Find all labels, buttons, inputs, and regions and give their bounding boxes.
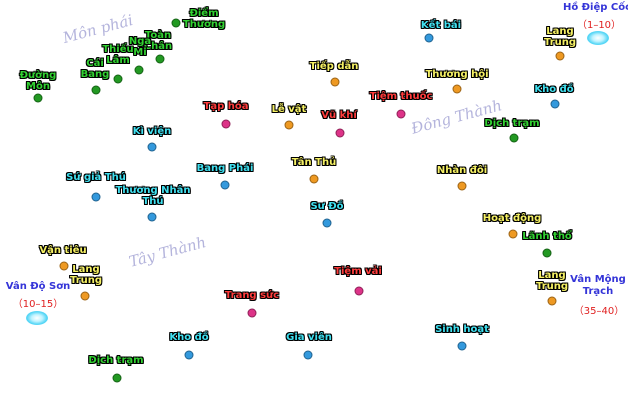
place-label[interactable]: Lang Trung (543, 26, 577, 48)
place-label[interactable]: Dịch trạm (484, 118, 540, 129)
place-label[interactable]: Dịch trạm (88, 355, 144, 366)
place-label[interactable]: Vũ khí (321, 110, 357, 121)
place-marker-dot[interactable] (33, 93, 43, 103)
place-label[interactable]: Vận tiêu (39, 245, 87, 256)
place-label[interactable]: Thương Nhân Thú (115, 185, 191, 207)
place-marker-dot[interactable] (80, 291, 90, 301)
place-marker-dot[interactable] (284, 120, 294, 130)
place-marker-dot[interactable] (147, 212, 157, 222)
place-label[interactable]: Tân Thủ (291, 157, 337, 168)
portal-name: Vân Mộng Trạch (570, 274, 626, 297)
place-marker-dot[interactable] (424, 33, 434, 43)
portal-icon[interactable] (26, 311, 48, 325)
place-label[interactable]: Kết bái (420, 20, 462, 31)
place-label[interactable]: Cái Bang (80, 58, 110, 80)
place-marker-dot[interactable] (457, 341, 467, 351)
place-label[interactable]: Tiệm thuốc (369, 91, 433, 102)
place-label[interactable]: Toàn Chân (143, 30, 173, 52)
place-marker-dot[interactable] (59, 261, 69, 271)
place-label[interactable]: Bang Phái (196, 163, 254, 174)
place-label[interactable]: Lễ vật (271, 104, 307, 115)
place-marker-dot[interactable] (247, 308, 257, 318)
place-marker-dot[interactable] (147, 142, 157, 152)
place-marker-dot[interactable] (542, 248, 552, 258)
portal-level-range: （35–40） (573, 306, 625, 317)
place-marker-dot[interactable] (303, 350, 313, 360)
place-marker-dot[interactable] (547, 296, 557, 306)
place-label[interactable]: Lang Trung (69, 264, 103, 286)
place-label[interactable]: Tiếp dẫn (309, 61, 359, 72)
place-label[interactable]: Nhàn đôi (436, 165, 488, 176)
place-marker-dot[interactable] (220, 180, 230, 190)
portal-icon[interactable] (587, 31, 609, 45)
place-label[interactable]: Hoạt động (482, 213, 542, 224)
region-label-mon-phai: Môn phái (60, 11, 135, 47)
place-marker-dot[interactable] (322, 218, 332, 228)
place-label[interactable]: Điểm Thương (182, 8, 226, 30)
place-marker-dot[interactable] (452, 84, 462, 94)
place-label[interactable]: Kì viện (132, 126, 172, 137)
place-marker-dot[interactable] (550, 99, 560, 109)
portal-name: Hồ Điệp Cốc (562, 2, 628, 13)
place-label[interactable]: Nga Mi (128, 36, 152, 58)
place-label[interactable]: Gia viên (286, 332, 332, 343)
place-marker-dot[interactable] (555, 51, 565, 61)
place-label[interactable]: Trang sức (224, 290, 280, 301)
place-marker-dot[interactable] (509, 133, 519, 143)
place-marker-dot[interactable] (309, 174, 319, 184)
place-marker-dot[interactable] (330, 77, 340, 87)
place-label[interactable]: Sinh hoạt (435, 324, 489, 335)
place-label[interactable]: Kho đồ (169, 332, 209, 343)
place-marker-dot[interactable] (155, 54, 165, 64)
place-label[interactable]: Sứ giả Thú (66, 172, 126, 183)
region-label-dong-thanh: Đông Thành (409, 96, 504, 138)
portal-level-range: （1–10） (576, 20, 622, 31)
place-label[interactable]: Thương hội (425, 69, 489, 80)
place-label[interactable]: Tiệm vải (334, 266, 382, 277)
place-marker-dot[interactable] (112, 373, 122, 383)
place-marker-dot[interactable] (396, 109, 406, 119)
place-label[interactable]: Lang Trung (535, 270, 569, 292)
place-marker-dot[interactable] (335, 128, 345, 138)
place-marker-dot[interactable] (113, 74, 123, 84)
place-marker-dot[interactable] (184, 350, 194, 360)
place-marker-dot[interactable] (457, 181, 467, 191)
place-marker-dot[interactable] (508, 229, 518, 239)
place-marker-dot[interactable] (91, 192, 101, 202)
place-label[interactable]: Tạp hóa (203, 101, 249, 112)
place-label[interactable]: Đường Môn (19, 70, 57, 92)
place-marker-dot[interactable] (354, 286, 364, 296)
place-marker-dot[interactable] (221, 119, 231, 129)
portal-level-range: （10–15） (12, 299, 64, 310)
place-marker-dot[interactable] (171, 18, 181, 28)
place-label[interactable]: Lãnh thổ (522, 231, 572, 242)
portal-name: Vân Độ Sơn (5, 281, 71, 292)
region-label-tay-thanh: Tây Thành (127, 233, 208, 271)
place-marker-dot[interactable] (134, 65, 144, 75)
place-label[interactable]: Sư Đồ (310, 201, 344, 212)
place-label[interactable]: Thiếu Lâm (102, 44, 134, 66)
place-marker-dot[interactable] (91, 85, 101, 95)
place-label[interactable]: Kho đồ (534, 84, 574, 95)
